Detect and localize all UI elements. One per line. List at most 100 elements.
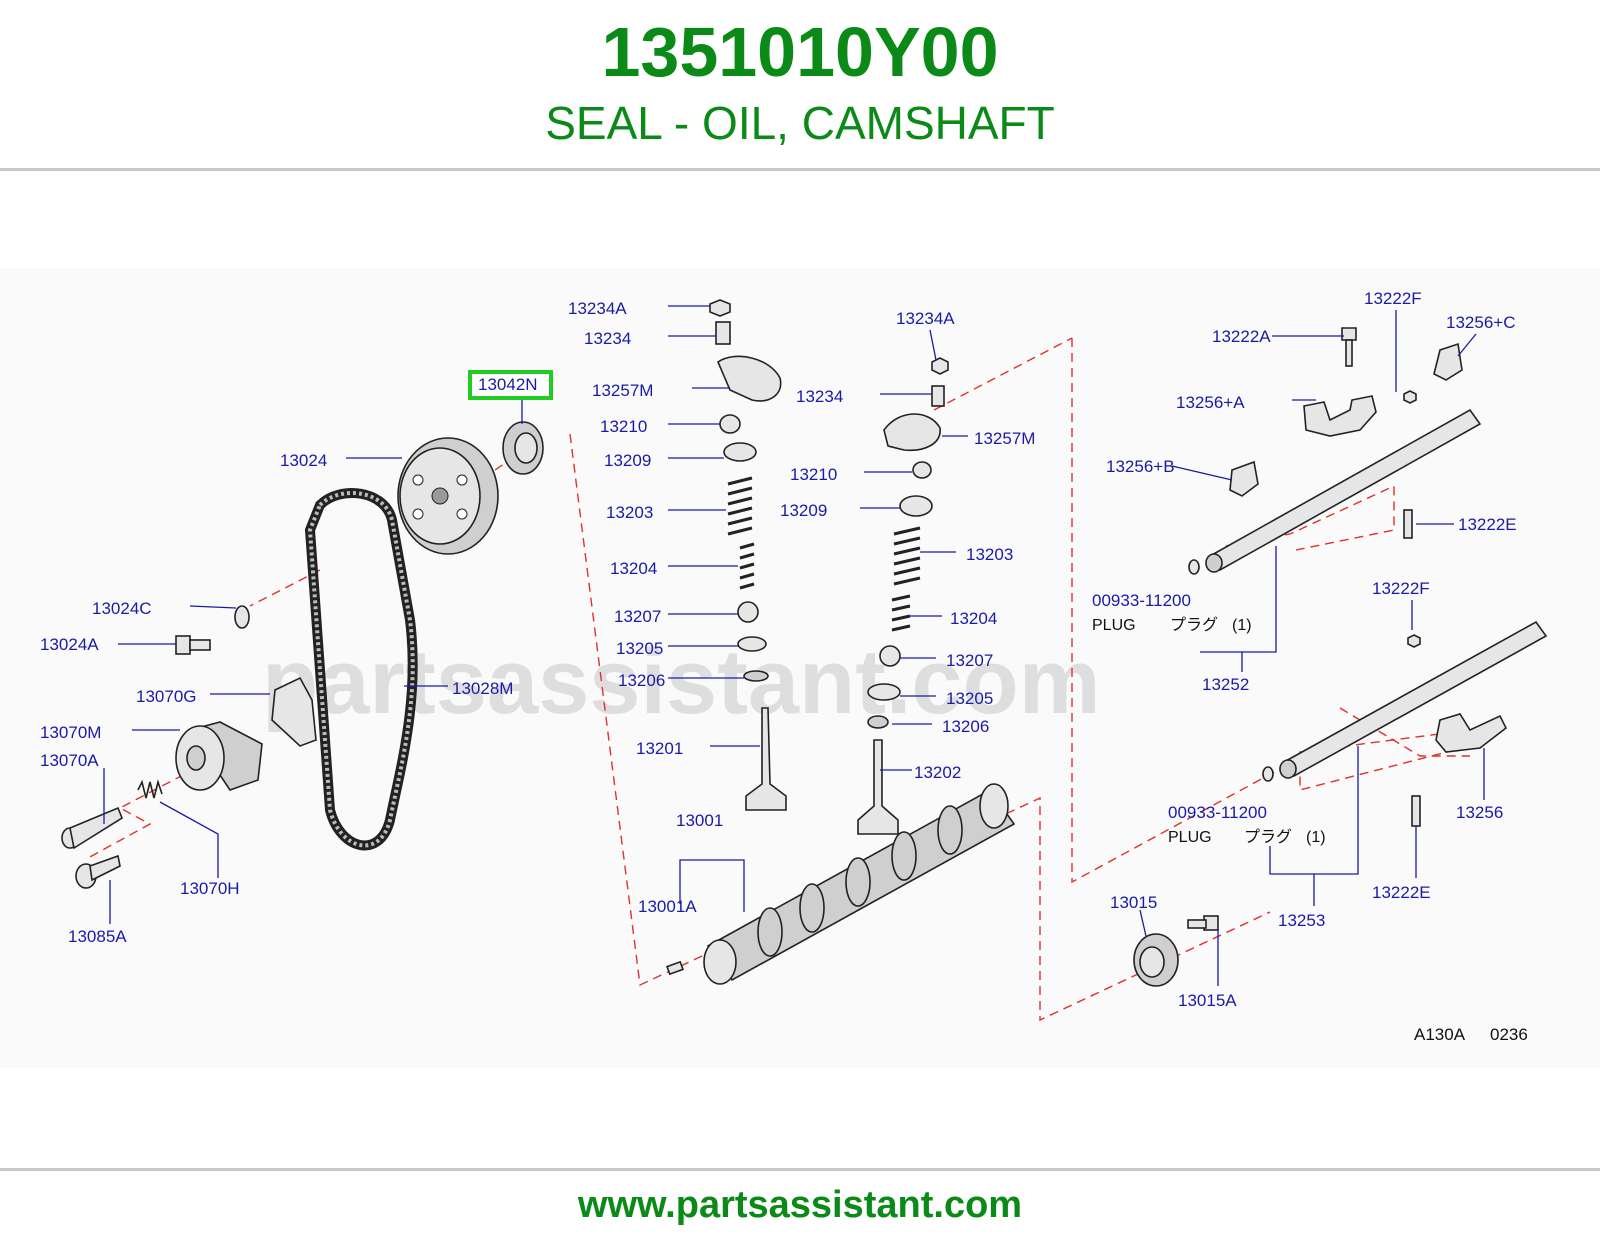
part-label[interactable]: 13028M [452,679,513,698]
part-label[interactable]: 13202 [914,763,961,782]
part-label[interactable]: 13234A [896,309,955,328]
tensioner-bracket-part [271,676,317,747]
part-label[interactable]: 13210 [790,465,837,484]
part-label[interactable]: 13222E [1372,883,1431,902]
part-label[interactable]: 13209 [604,451,651,470]
dashed-guide-line [933,337,1073,411]
part-label[interactable]: 13206 [942,717,989,736]
part-label[interactable]: 13001A [638,897,697,916]
valve-spring-inner-part [891,594,911,632]
part-label[interactable]: 13205 [616,639,663,658]
part-number-title: 1351010Y00 [601,13,999,91]
camshaft-part [703,783,1016,985]
part-label[interactable]: 13252 [1202,675,1249,694]
timing-belt-part [304,488,418,851]
part-label[interactable]: 13206 [618,671,665,690]
left-valve-stack [709,299,787,811]
header-divider [0,168,1600,171]
part-label[interactable]: 13203 [966,545,1013,564]
part-label[interactable]: 13015A [1178,991,1237,1010]
bolt-part [175,635,211,655]
right-valve-stack [857,357,949,835]
idler-bolt-part [1187,915,1219,931]
plug-part [1262,766,1274,782]
valve-seal-part [879,645,901,667]
part-label[interactable]: 13205 [946,689,993,708]
pivot-part [912,461,932,479]
dashed-guide-line [491,439,541,473]
dashed-guide-line [569,433,1271,1022]
part-label[interactable]: 13222F [1364,289,1422,308]
part-label[interactable]: 13256 [1456,803,1503,822]
part-label[interactable]: 13001 [676,811,723,830]
part-label[interactable]: 13210 [600,417,647,436]
diagram-ref-code: A130A [1414,1025,1466,1044]
adjust-nut-part [709,299,731,317]
footer-url[interactable]: www.partsassistant.com [577,1184,1023,1226]
part-label[interactable]: 13024C [92,599,152,618]
rocker-shaft-fittings [1229,327,1508,827]
valve-seal-part [737,601,759,623]
pivot-part [719,414,741,434]
part-label[interactable]: 13256+C [1446,313,1515,332]
part-label[interactable]: 13015 [1110,893,1157,912]
part-label[interactable]: 13234A [568,299,627,318]
washer-part [867,715,889,729]
part-label[interactable]: 13207 [946,651,993,670]
part-label[interactable]: 13222F [1372,579,1430,598]
plug-text: PLUG [1168,829,1212,846]
part-label[interactable]: 13234 [796,387,843,406]
tensioner-pulley-part [175,721,263,791]
spring-retainer-part [899,495,933,517]
part-label[interactable]: 13257M [592,381,653,400]
dashed-guide-line [87,739,251,859]
plug-qty: (1) [1306,829,1326,846]
part-label[interactable]: 13234 [584,329,631,348]
part-label[interactable]: 13203 [606,503,653,522]
part-label[interactable]: 13253 [1278,911,1325,930]
spring-seat-part [737,636,767,652]
rocker-arm-part [717,355,782,402]
idler-pulley-part [1133,933,1179,987]
part-label[interactable]: 13222A [1212,327,1271,346]
part-label[interactable]: 13256+A [1176,393,1245,412]
adjust-screw-part [931,385,945,407]
part-label[interactable]: 13024 [280,451,327,470]
highlighted-part-label[interactable]: 13042N [478,375,538,394]
part-label[interactable]: 13256+B [1106,457,1175,476]
spring-seat-part [867,683,901,701]
rocker-arm-part [883,413,941,452]
plug-text: PLUG [1092,617,1136,634]
valve-spring-outer-part [893,526,921,586]
pulley-bolt-part [75,854,121,889]
camshaft-sprocket-part [397,437,499,555]
part-label[interactable]: 13204 [950,609,997,628]
part-label[interactable]: 13070A [40,751,99,770]
part-label[interactable]: 13257M [974,429,1035,448]
plug-text-jp: プラグ [1244,828,1292,846]
valve-spring-inner-part [739,542,755,590]
page-header: 1351010Y00 SEAL - OIL, CAMSHAFT [0,0,1600,168]
part-label[interactable]: 13070M [40,723,101,742]
part-label[interactable]: 13024A [40,635,99,654]
part-label[interactable]: 00933-11200 [1168,803,1267,822]
part-label[interactable]: 13222E [1458,515,1517,534]
part-label[interactable]: 13207 [614,607,661,626]
intake-valve-part [745,707,787,811]
part-label[interactable]: 00933-11200 [1092,591,1191,610]
part-label[interactable]: 13204 [610,559,657,578]
tensioner-spring-part [137,779,163,799]
part-label[interactable]: 13070H [180,879,240,898]
part-label[interactable]: 13201 [636,739,683,758]
plug-part [1188,559,1200,575]
part-label[interactable]: 13209 [780,501,827,520]
part-label[interactable]: 13085A [68,927,127,946]
tensioner-stud-part [61,806,123,850]
rocker-shaft-lower [1262,620,1548,782]
part-label[interactable]: 13070G [136,687,197,706]
highlighted-part-label-box[interactable]: 13042N [468,370,553,400]
exploded-view-svg: partsassistant.com [40,289,1548,1044]
parts-diagram: partsassistant.com [0,268,1600,1068]
part-description: SEAL - OIL, CAMSHAFT [545,97,1055,149]
adjust-screw-part [715,321,731,345]
